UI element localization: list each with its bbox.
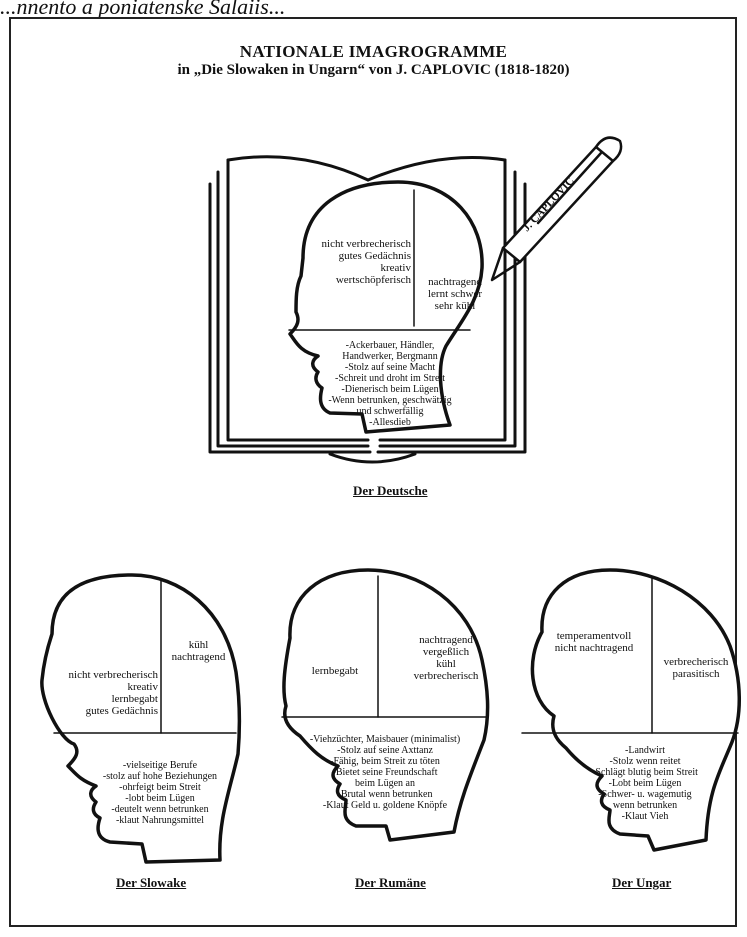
trait-line: Handwerker, Bergmann	[300, 351, 480, 362]
trait-line: -klaut Nahrungsmittel	[80, 815, 240, 826]
trait-line: nicht verbrecherisch	[48, 669, 158, 681]
trait-line: -Wenn betrunken, geschwätzig	[300, 395, 480, 406]
deutsche-lower: -Ackerbauer, Händler,Handwerker, Bergman…	[300, 340, 480, 428]
trait-line: kühl	[161, 639, 236, 651]
deutsche-label: Der Deutsche	[353, 483, 428, 499]
trait-line: nachtragend	[161, 651, 236, 663]
trait-line: -Landwirt	[560, 745, 730, 756]
trait-line: -stolz auf hohe Beziehungen	[80, 771, 240, 782]
trait-line: nicht verbrecherisch	[296, 238, 411, 250]
trait-line: -Schlägt blutig beim Streit	[560, 767, 730, 778]
trait-line: -Klaut Geld u. goldene Knöpfe	[290, 800, 480, 811]
ungar-lower: -Landwirt-Stolz wenn reitet-Schlägt blut…	[560, 745, 730, 822]
trait-line: -vielseitige Berufe	[80, 760, 240, 771]
rumaene-upper-left: lernbegabt	[292, 665, 378, 677]
slowake-lower: -vielseitige Berufe-stolz auf hohe Bezie…	[80, 760, 240, 826]
trait-line: -Brutal wenn betrunken	[290, 789, 480, 800]
trait-line: gutes Gedächnis	[48, 705, 158, 717]
trait-line: beim Lügen an	[290, 778, 480, 789]
trait-line: parasitisch	[652, 668, 740, 680]
trait-line: -Stolz auf seine Axttanz	[290, 745, 480, 756]
trait-line: -Stolz wenn reitet	[560, 756, 730, 767]
trait-line: -Viehzüchter, Maisbauer (minimalist)	[290, 734, 480, 745]
trait-line: nachtragend	[395, 634, 497, 646]
trait-line: gutes Gedächnis	[296, 250, 411, 262]
trait-line: -Lobt beim Lügen	[560, 778, 730, 789]
rumaene-lower: -Viehzüchter, Maisbauer (minimalist)-Sto…	[290, 734, 480, 811]
trait-line: kreativ	[296, 262, 411, 274]
trait-line: -Ackerbauer, Händler,	[300, 340, 480, 351]
trait-line: -Dienerisch beim Lügen	[300, 384, 480, 395]
trait-line: lernt schwer	[411, 288, 499, 300]
pen-icon	[492, 138, 621, 280]
ungar-label: Der Ungar	[612, 875, 671, 891]
trait-line: kreativ	[48, 681, 158, 693]
trait-line: vergeßlich	[395, 646, 497, 658]
trait-line: -Allesdieb	[300, 417, 480, 428]
trait-line: lernbegabt	[48, 693, 158, 705]
trait-line: -Fähig, beim Streit zu töten	[290, 756, 480, 767]
trait-line: -Schwer- u. wagemutig	[560, 789, 730, 800]
trait-line: -deutelt wenn betrunken	[80, 804, 240, 815]
trait-line: sehr kühl	[411, 300, 499, 312]
trait-line: -Schreit und droht im Streit	[300, 373, 480, 384]
trait-line: temperamentvoll	[538, 630, 650, 642]
trait-line: verbrecherisch	[652, 656, 740, 668]
trait-line: -Stolz auf seine Macht	[300, 362, 480, 373]
trait-line: kühl	[395, 658, 497, 670]
trait-line: und schwerfällig	[300, 406, 480, 417]
trait-line: -Klaut Vieh	[560, 811, 730, 822]
rumaene-label: Der Rumäne	[355, 875, 426, 891]
trait-line: nicht nachtragend	[538, 642, 650, 654]
trait-line: wertschöpferisch	[296, 274, 411, 286]
trait-line: wenn betrunken	[560, 800, 730, 811]
trait-line: -Bietet seine Freundschaft	[290, 767, 480, 778]
slowake-label: Der Slowake	[116, 875, 186, 891]
trait-line: verbrecherisch	[395, 670, 497, 682]
trait-line: -ohrfeigt beim Streit	[80, 782, 240, 793]
trait-line: -lobt beim Lügen	[80, 793, 240, 804]
trait-line: lernbegabt	[292, 665, 378, 677]
trait-line: nachtragend	[411, 276, 499, 288]
